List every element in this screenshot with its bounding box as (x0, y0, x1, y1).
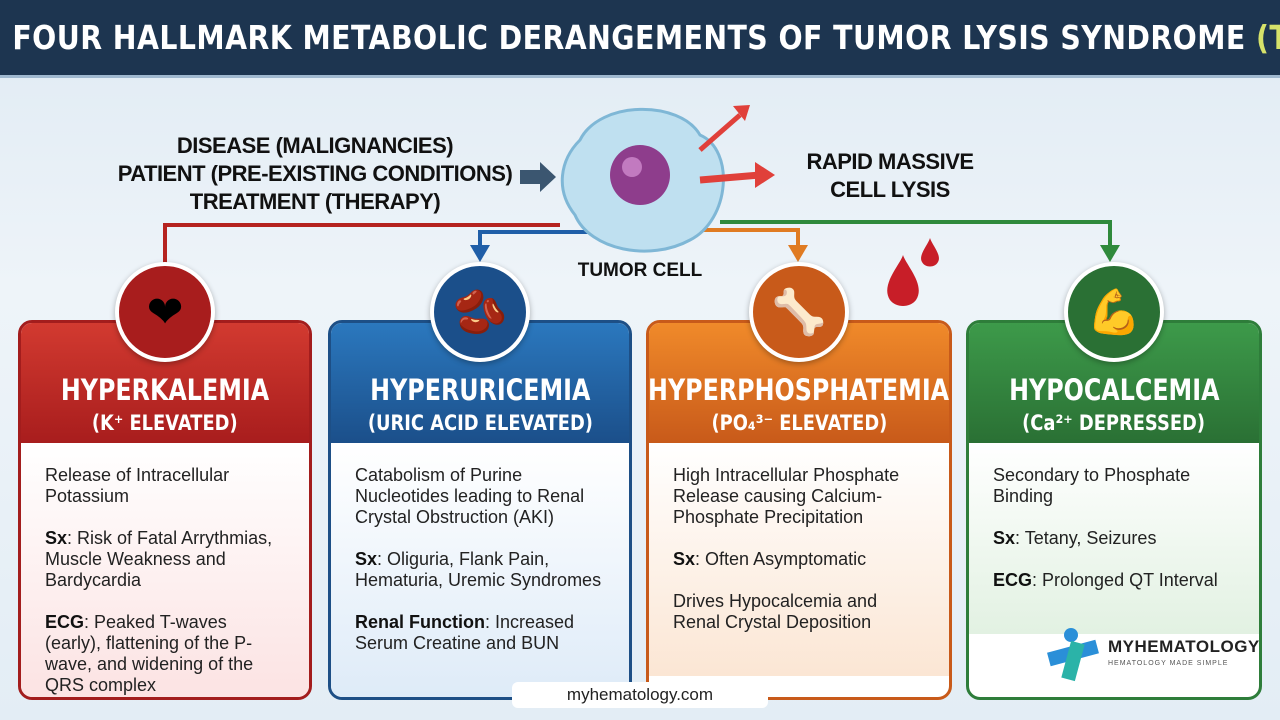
blood-drop-icon (887, 255, 919, 306)
arrow-to-hyperphosphatemia (690, 228, 800, 250)
card-hyperphosphatemia: HYPERPHOSPHATEMIA(PO₄³⁻ ELEVATED) High I… (646, 320, 952, 700)
kidney-icon: 🫘 (430, 262, 530, 362)
title-abbreviation: (TLS) (1255, 18, 1280, 57)
logo-cross-icon (1046, 624, 1100, 682)
card-hypocalcemia: HYPOCALCEMIA(Ca²⁺ DEPRESSED) Secondary t… (966, 320, 1262, 700)
footer-url[interactable]: myhematology.com (512, 682, 768, 708)
cell-lysis-label: RAPID MASSIVE CELL LYSIS (806, 149, 974, 202)
arrow-right-icon (520, 162, 556, 192)
muscle-icon: 💪 (1064, 262, 1164, 362)
lysis-arrow (699, 171, 761, 184)
arrow-to-hyperuricemia (478, 230, 600, 250)
tumor-cell-icon (560, 107, 725, 253)
myhematology-logo: MYHEMATOLOGY HEMATOLOGY MADE SIMPLE (1046, 624, 1260, 682)
title-bar: THE FOUR HALLMARK METABOLIC DERANGEMENTS… (0, 0, 1280, 78)
card-hyperkalemia: HYPERKALEMIA(K⁺ ELEVATED) Release of Int… (18, 320, 312, 700)
heart-icon: ❤ (115, 262, 215, 362)
tls-causes: DISEASE (MALIGNANCIES) PATIENT (PRE-EXIS… (117, 133, 513, 214)
page-title: THE FOUR HALLMARK METABOLIC DERANGEMENTS… (0, 18, 1280, 57)
tumor-cell-label: TUMOR CELL (577, 260, 703, 281)
arrow-to-hypocalcemia (720, 220, 1112, 250)
card-hyperuricemia: HYPERURICEMIA(URIC ACID ELEVATED) Catabo… (328, 320, 632, 700)
joint-icon: 🦴 (749, 262, 849, 362)
